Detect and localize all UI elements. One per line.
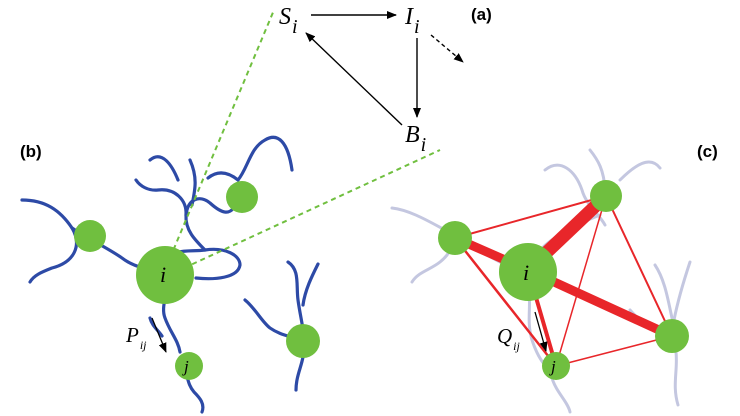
river-segment (206, 171, 240, 182)
link-right-j (555, 335, 673, 367)
compartment-s: Si (279, 4, 298, 38)
link-top-right (605, 195, 673, 337)
connector-lower (183, 149, 441, 269)
node-hub (136, 246, 194, 304)
node-label-hub-c: i (523, 260, 529, 285)
compartment-b: Bi (405, 122, 426, 156)
node-top (590, 180, 622, 212)
node-neighbor (542, 352, 570, 380)
river-segment (134, 178, 207, 252)
faded-river-segment (550, 376, 572, 414)
link-left-j (453, 236, 558, 368)
river-segment (184, 196, 240, 217)
prob-q-label: Qij (497, 324, 521, 353)
prob-q-arrow (534, 311, 548, 352)
faded-river-segment (672, 260, 692, 322)
prob-p-label: Pij (125, 323, 147, 352)
arrow-b-to-s (305, 32, 403, 126)
faded-river-segment (618, 160, 662, 182)
river-segment (236, 135, 294, 182)
panel-label-b: (b) (20, 142, 42, 161)
panel-label-c: (c) (697, 142, 718, 161)
node-label-neighbor-c: j (549, 357, 556, 376)
link-top-j (555, 195, 607, 367)
node-right (655, 319, 689, 353)
node-left (438, 221, 472, 255)
link-left-top (454, 195, 607, 239)
node-hub (499, 243, 557, 301)
panel-c-links (450, 189, 677, 368)
zoom-connectors (169, 9, 441, 269)
river-segment (163, 247, 242, 281)
arrow-i-outflow (430, 34, 464, 63)
node-neighbor (175, 352, 203, 380)
node-label-neighbor-b: j (182, 357, 189, 376)
connector-upper (169, 9, 275, 259)
panel-c-nodes (438, 180, 689, 380)
node-left (74, 220, 106, 252)
panel-label-a: (a) (471, 5, 492, 24)
node-label-hub-b: i (160, 262, 166, 287)
river-segment (148, 155, 180, 182)
faded-river-segment (653, 263, 674, 320)
river-segment (188, 158, 197, 207)
panel-a-compartments: Si Ii Bi (279, 4, 464, 156)
faded-river-segment (673, 350, 680, 407)
node-right (286, 324, 320, 358)
river-segment (301, 262, 320, 307)
link-left-right (454, 237, 673, 337)
compartment-i: Ii (404, 4, 420, 38)
river-segment (20, 198, 78, 284)
faded-river-segment (526, 288, 548, 368)
node-top (226, 181, 258, 213)
panel-b-nodes (74, 181, 320, 380)
river-segment (148, 316, 164, 338)
prob-p-arrow (151, 317, 167, 353)
